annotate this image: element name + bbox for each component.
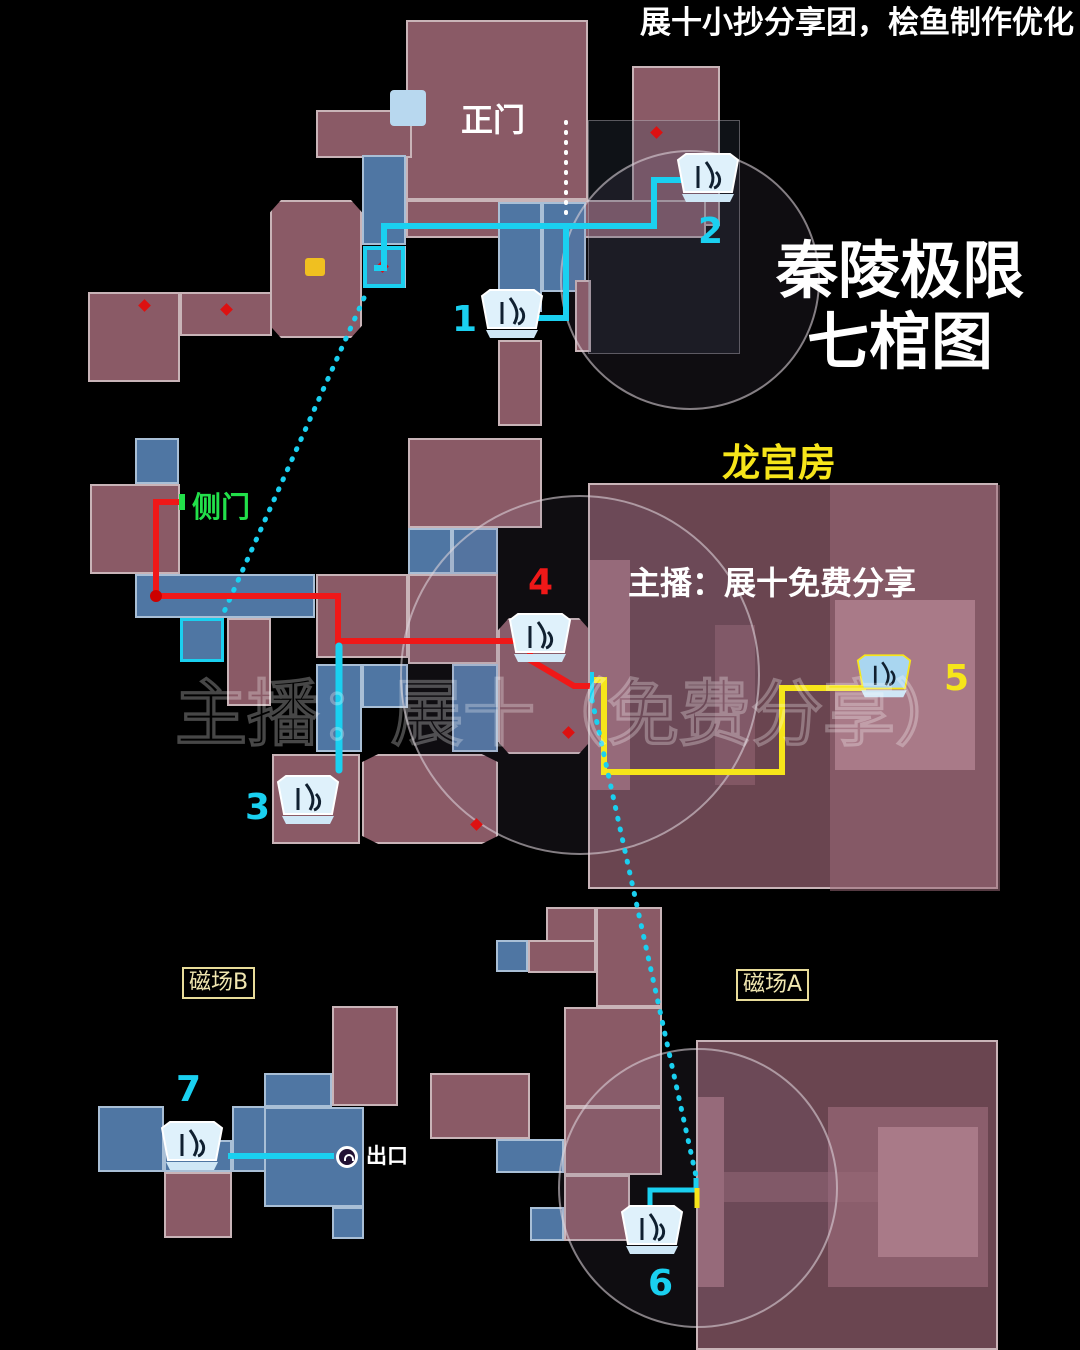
- streamer-note: 主播：展十免费分享: [628, 564, 917, 602]
- coffin-number-7: 7: [176, 1069, 202, 1110]
- room-a-blue1: [496, 940, 528, 972]
- coffin-number-4: 4: [528, 562, 554, 603]
- room-a-west: [430, 1073, 530, 1139]
- room-a-top2: [596, 907, 662, 1007]
- room-mid-topright: [408, 438, 542, 528]
- label-magnetic-field-a: 磁场A: [736, 969, 810, 1001]
- label-side-gate: 侧门: [192, 490, 251, 524]
- map-title-line1: 秦陵极限: [775, 234, 1024, 307]
- room-side-top: [135, 438, 179, 484]
- label-magnetic-field-b: 磁场B: [182, 967, 256, 999]
- coffin-chest-icon[interactable]: [616, 1200, 688, 1264]
- room-b-north: [264, 1073, 332, 1107]
- room-stair-box-2: [180, 618, 224, 662]
- room-b-ne: [332, 1006, 398, 1106]
- coffin-number-1: 1: [452, 299, 478, 340]
- entrance-door-icon: [390, 90, 426, 126]
- room-mid-strip: [227, 618, 271, 706]
- watermark-text: 主播：展十（免费分享）: [174, 672, 968, 757]
- room-left-big: [88, 292, 180, 382]
- room-b-south: [164, 1172, 232, 1238]
- room-main-gate: [406, 20, 588, 200]
- room-b-se: [332, 1207, 364, 1239]
- boss-skull-icon: [305, 258, 325, 276]
- label-exit: 出口: [366, 1144, 408, 1168]
- room-b-west: [98, 1106, 164, 1172]
- coffin-number-3: 3: [245, 787, 271, 828]
- credit-text: 展十小抄分享团，桧鱼制作优化: [640, 5, 1074, 41]
- room-below-coffin1: [498, 340, 542, 426]
- coffin-chest-icon[interactable]: [504, 608, 576, 672]
- coffin-chest-icon[interactable]: [156, 1116, 228, 1180]
- map-title-line2: 七棺图: [806, 305, 993, 379]
- coffin-number-2: 2: [698, 211, 724, 252]
- coffin-chest-icon[interactable]: [672, 148, 744, 212]
- range-circle-top: [560, 150, 820, 410]
- coffin-chest-icon[interactable]: [476, 284, 548, 348]
- room-a-mid1: [528, 940, 596, 973]
- range-circle-mid: [400, 495, 760, 855]
- coffin-number-6: 6: [648, 1263, 674, 1304]
- coffin-number-5: 5: [944, 658, 970, 699]
- room-a-blue3: [530, 1207, 564, 1241]
- coffin-chest-icon[interactable]: [852, 650, 916, 706]
- map-title: 秦陵极限 七棺图: [755, 235, 1045, 378]
- label-main-gate: 正门: [461, 101, 526, 139]
- coffin-chest-icon[interactable]: [272, 770, 344, 834]
- exit-portal-icon: [336, 1146, 358, 1168]
- label-dragon-palace: 龙宫房: [722, 441, 837, 485]
